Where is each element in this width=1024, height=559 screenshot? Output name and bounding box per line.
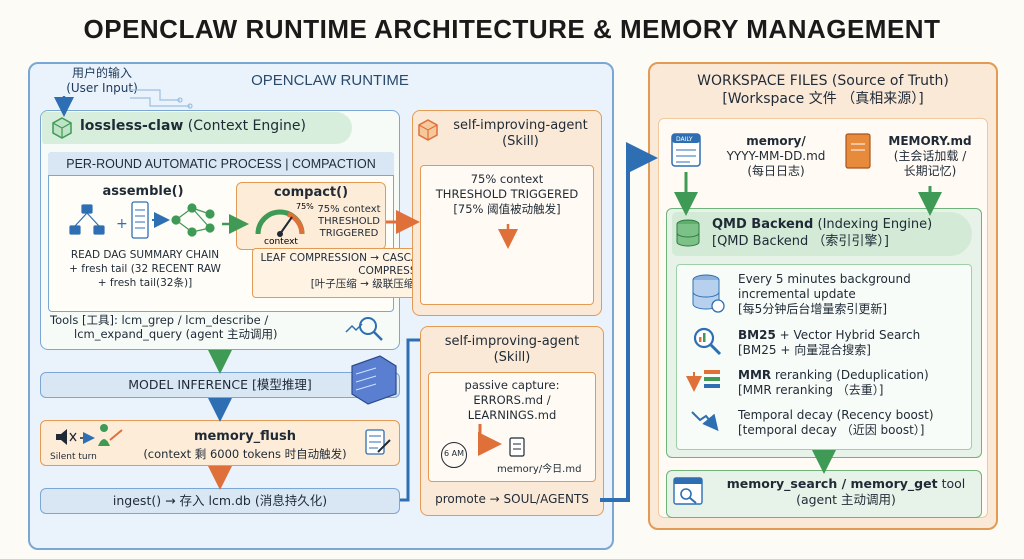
svg-text:DAILY: DAILY — [676, 136, 693, 143]
context-engine-label: lossless-claw (Context Engine) — [80, 118, 306, 134]
per-round-title: PER-ROUND AUTOMATIC PROCESS | COMPACTION — [48, 152, 394, 176]
self-improving-agent-title-1: self-improving-agent (Skill) — [453, 118, 588, 149]
book-icon — [845, 133, 871, 169]
clock-icon: 6 AM — [441, 442, 467, 468]
daily-memory-file: memory/ YYYY-MM-DD.md (每日日志) — [726, 134, 826, 178]
tools-description: Tools [工具]: lcm_grep / lcm_describe / lc… — [50, 313, 278, 341]
assemble-title: assemble() — [102, 184, 184, 199]
workspace-title: WORKSPACE FILES (Source of Truth) [Works… — [697, 73, 949, 107]
ingest-to-skill-arrow — [400, 338, 420, 502]
mute-speaker-icon — [56, 429, 77, 445]
feature-temporal-decay: Temporal decay (Recency boost) [temporal… — [738, 408, 934, 437]
memory-flush-description: (context 剩 6000 tokens 时自动触发) — [143, 447, 347, 461]
daily-file-icon — [509, 437, 525, 457]
note-pen-icon — [365, 429, 391, 455]
decay-trend-icon — [691, 411, 719, 432]
person-writing-icon — [98, 424, 123, 446]
feature-incremental-update: Every 5 minutes background incremental u… — [738, 272, 911, 316]
search-window-icon — [673, 477, 703, 505]
qmd-features-box — [676, 264, 972, 450]
database-refresh-icon — [692, 274, 725, 313]
assemble-description: READ DAG SUMMARY CHAIN + fresh tail (32 … — [69, 249, 221, 289]
server-icon — [351, 355, 397, 405]
compact-box — [236, 182, 386, 250]
calendar-icon: DAILY — [671, 133, 701, 167]
feature-mmr-reranking: MMR reranking (Deduplication) [MMR reran… — [738, 368, 929, 397]
threshold-description: 75% context THRESHOLD TRIGGERED [75% 阈值被… — [435, 172, 579, 216]
ingest-box: ingest() → 存入 lcm.db (消息持久化) — [40, 488, 400, 514]
model-inference-box: MODEL INFERENCE [模型推理] — [40, 372, 400, 398]
search-chart-icon — [693, 327, 722, 356]
plus-icon: + — [116, 216, 128, 232]
capture-arrow — [478, 424, 502, 456]
silent-turn-label: Silent turn — [50, 452, 97, 462]
cube-icon — [52, 117, 72, 139]
promote-label: promote → SOUL/AGENTS — [435, 492, 589, 506]
daily-memory-label: memory/今日.md — [497, 464, 582, 475]
dag-tree-icon — [69, 204, 105, 235]
magnifier-icon — [345, 317, 383, 341]
qmd-backend-header — [672, 212, 972, 256]
user-input-label: 用户的输入 (User Input) — [66, 66, 138, 95]
gauge-label: context — [264, 237, 298, 247]
compact-description: 75% context THRESHOLD TRIGGERED — [317, 204, 381, 239]
memory-md-file: MEMORY.md (主会话加载 / 长期记忆) — [888, 134, 972, 178]
memory-flush-title: memory_flush — [193, 429, 297, 444]
feature-hybrid-search: BM25 + Vector Hybrid Search [BM25 + 向量混合… — [738, 328, 921, 357]
passive-capture-description: passive capture: ERRORS.md / LEARNINGS.m… — [464, 378, 560, 422]
document-icon — [131, 201, 149, 239]
rerank-icon — [686, 370, 720, 392]
context-engine-header — [42, 112, 352, 144]
network-icon — [171, 203, 215, 237]
compact-title: compact() — [273, 185, 349, 200]
circuit-decoration — [130, 89, 193, 109]
database-icon — [676, 219, 700, 247]
gauge-percent: 75% — [296, 202, 314, 211]
runtime-title: OPENCLAW RUNTIME — [251, 72, 409, 89]
qmd-backend-title: QMD Backend (Indexing Engine) [QMD Backe… — [712, 217, 933, 249]
self-improving-agent-title-2: self-improving-agent (Skill) — [444, 334, 580, 365]
promote-to-workspace-arrow — [600, 142, 658, 502]
memory-search-label: memory_search / memory_get tool (agent 主… — [726, 476, 966, 507]
skill-cube-icon — [418, 119, 438, 141]
page-title: OPENCLAW RUNTIME ARCHITECTURE & MEMORY M… — [83, 14, 941, 44]
gauge-icon — [255, 209, 305, 237]
